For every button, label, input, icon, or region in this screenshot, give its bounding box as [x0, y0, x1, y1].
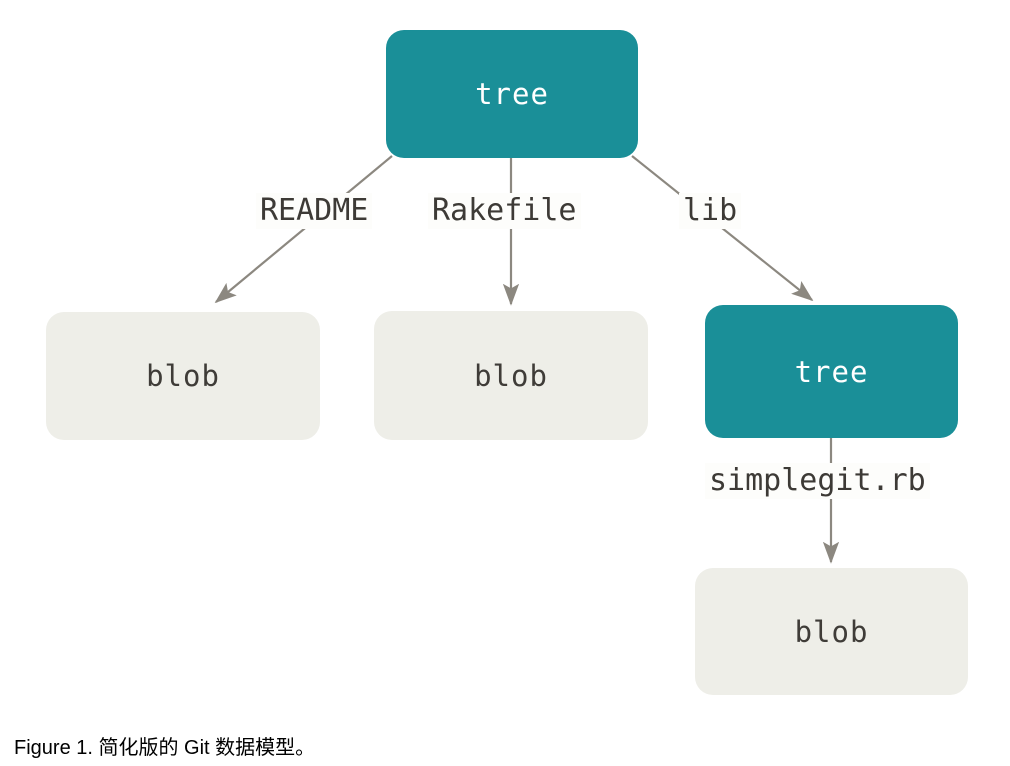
node-root-tree-label: tree	[475, 77, 549, 111]
figure-caption: Figure 1. 简化版的 Git 数据模型。	[14, 737, 316, 759]
node-blob-rakefile[interactable]: blob	[374, 311, 648, 440]
edge-label-simplegit: simplegit.rb	[705, 463, 930, 499]
node-blob-readme-label: blob	[146, 359, 220, 393]
node-blob-readme[interactable]: blob	[46, 312, 320, 440]
edge-label-rakefile: Rakefile	[428, 193, 581, 229]
node-root-tree[interactable]: tree	[386, 30, 638, 158]
node-blob-rakefile-label: blob	[474, 358, 548, 393]
edge-readme	[214, 155, 393, 304]
node-blob-simplegit-label: blob	[794, 614, 869, 649]
edge-readme-line	[214, 155, 393, 304]
edge-label-readme: README	[256, 193, 373, 229]
node-lib-tree-label: tree	[794, 354, 869, 389]
node-lib-tree[interactable]: tree	[705, 305, 958, 438]
node-blob-simplegit[interactable]: blob	[695, 568, 968, 695]
edge-label-lib: lib	[679, 193, 742, 229]
